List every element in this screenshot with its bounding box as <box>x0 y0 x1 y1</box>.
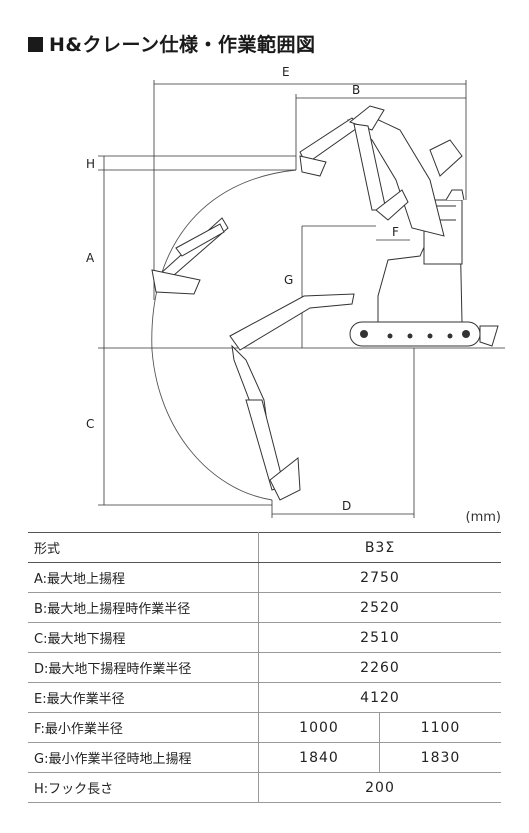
table-row: E:最大作業半径 4120 <box>28 682 501 713</box>
row-value-1: 1000 <box>258 712 380 743</box>
table-row: A:最大地上揚程 2750 <box>28 562 501 593</box>
label-b: B <box>352 83 360 97</box>
table-row: G:最小作業半径時地上揚程 1840 1830 <box>28 742 501 773</box>
row-value: 2260 <box>258 652 501 683</box>
row-label: H:フック長さ <box>28 772 259 803</box>
header-label: 形式 <box>28 532 259 563</box>
row-value-2: 1100 <box>379 712 501 743</box>
label-a: A <box>86 251 95 265</box>
row-label: F:最小作業半径 <box>28 712 259 743</box>
spec-table: 形式 B3Σ A:最大地上揚程 2750 B:最大地上揚程時作業半径 2520 … <box>28 532 501 803</box>
row-value: 2520 <box>258 592 501 623</box>
title-square-icon <box>28 37 43 52</box>
table-row: D:最大地下揚程時作業半径 2260 <box>28 652 501 683</box>
label-d: D <box>342 499 351 513</box>
row-label: D:最大地下揚程時作業半径 <box>28 652 259 683</box>
row-value: 2750 <box>258 562 501 593</box>
label-e: E <box>282 65 290 79</box>
boom-max-height <box>299 105 463 237</box>
blade <box>479 325 499 347</box>
row-value: 4120 <box>258 682 501 713</box>
table-row: H:フック長さ 200 <box>28 772 501 803</box>
table-row: B:最大地上揚程時作業半径 2520 <box>28 592 501 623</box>
unit-label: (mm) <box>465 510 501 525</box>
label-h: H <box>86 157 95 171</box>
row-label: E:最大作業半径 <box>28 682 259 713</box>
label-f: F <box>392 225 399 239</box>
table-row: C:最大地下揚程 2510 <box>28 622 501 653</box>
row-label: B:最大地上揚程時作業半径 <box>28 592 259 623</box>
working-range-diagram: E B H A C G F D <box>86 65 505 518</box>
row-value: 200 <box>258 772 501 803</box>
canopy <box>445 189 465 201</box>
working-range-arc <box>151 169 297 501</box>
title-text: H&クレーン仕様・作業範囲図 <box>49 34 316 56</box>
row-value-1: 1840 <box>258 742 380 773</box>
boom-max-depth <box>229 293 355 501</box>
boom-max-reach <box>151 217 229 295</box>
page-title: H&クレーン仕様・作業範囲図 <box>28 30 316 57</box>
row-value: 2510 <box>258 622 501 653</box>
header-value: B3Σ <box>258 532 501 563</box>
row-value-2: 1830 <box>379 742 501 773</box>
label-c: C <box>86 417 94 431</box>
label-g: G <box>284 273 293 287</box>
table-row: F:最小作業半径 1000 1100 <box>28 712 501 743</box>
row-label: A:最大地上揚程 <box>28 562 259 593</box>
row-label: G:最小作業半径時地上揚程 <box>28 742 259 773</box>
table-header-row: 形式 B3Σ <box>28 532 501 563</box>
row-label: C:最大地下揚程 <box>28 622 259 653</box>
track <box>349 321 481 347</box>
